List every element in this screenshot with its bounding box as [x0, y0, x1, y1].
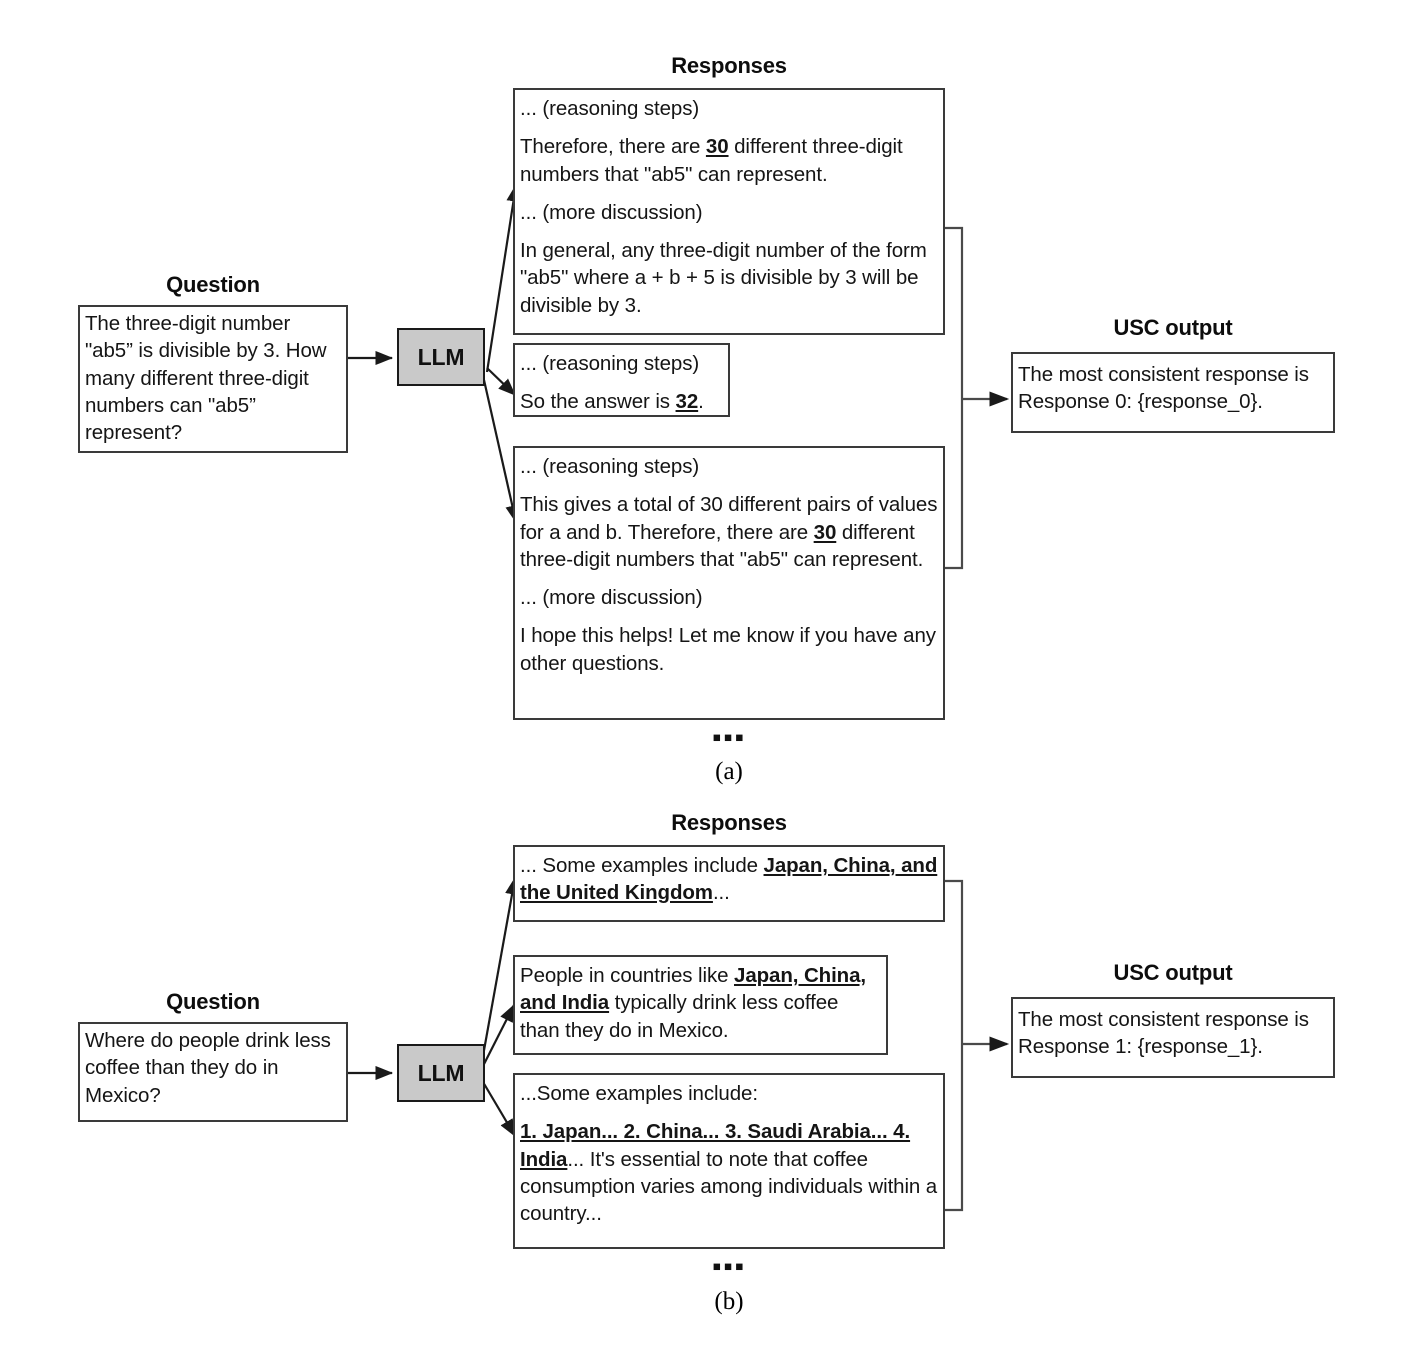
panel-a-question-label: Question — [166, 272, 260, 297]
panel-b-usc-output-box: The most consistent response is Response… — [1011, 997, 1335, 1078]
response-text-line: 1. Japan... 2. China... 3. Saudi Arabia.… — [520, 1120, 938, 1225]
usc-output-text: The most consistent response is Response… — [1018, 1008, 1309, 1059]
panel-a-response-2: ... (reasoning steps) This gives a total… — [513, 446, 945, 720]
panel-a-usc-label: USC output — [1113, 315, 1233, 340]
response-text-line: People in countries like Japan, China, a… — [520, 964, 866, 1042]
response-text-line: ...Some examples include: — [520, 1082, 758, 1105]
panel-b-response-0: ... Some examples include Japan, China, … — [513, 845, 945, 922]
panel-b-usc-label: USC output — [1113, 960, 1233, 985]
panel-b-question-label: Question — [166, 989, 260, 1014]
response-text-line: I hope this helps! Let me know if you ha… — [520, 624, 936, 675]
panel-b-question-box: Where do people drink less coffee than t… — [78, 1022, 348, 1122]
panel-a-caption: (a) — [715, 758, 743, 785]
response-text-line: In general, any three-digit number of th… — [520, 239, 927, 317]
response-text-line: ... (more discussion) — [520, 200, 703, 224]
panel-a-response-0: ... (reasoning steps) Therefore, there a… — [513, 88, 945, 335]
panel-a-response-1: ... (reasoning steps) So the answer is 3… — [513, 343, 730, 417]
response-text-line: ... (reasoning steps) — [520, 352, 700, 375]
panel-b-responses-label: Responses — [671, 810, 787, 835]
response-text-line: So the answer is 32. — [520, 390, 704, 414]
panel-a-question-box: The three-digit number "ab5” is divisibl… — [78, 305, 348, 453]
panel-b-more-responses-ellipsis: ▪▪▪ — [712, 1251, 746, 1281]
panel-a-usc-output-box: The most consistent response is Response… — [1011, 352, 1335, 433]
panel-a-more-responses-ellipsis: ▪▪▪ — [712, 722, 746, 752]
panel-b-llm-block: LLM — [397, 1044, 485, 1102]
question-text: The three-digit number "ab5” is divisibl… — [85, 312, 327, 444]
question-text: Where do people drink less coffee than t… — [85, 1029, 331, 1107]
response-text-line: ... (reasoning steps) — [520, 455, 700, 478]
panel-a-llm-block: LLM — [397, 328, 485, 386]
response-text-line: ... (more discussion) — [520, 586, 703, 609]
panel-b-response-2: ...Some examples include: 1. Japan... 2.… — [513, 1073, 945, 1249]
response-text-line: ... Some examples include Japan, China, … — [520, 854, 938, 905]
panel-b-response-1: People in countries like Japan, China, a… — [513, 955, 888, 1055]
panel-b-caption: (b) — [714, 1288, 744, 1315]
response-text-line: Therefore, there are 30 different three-… — [520, 135, 903, 186]
panel-a-responses-label: Responses — [671, 53, 787, 78]
response-text-line: This gives a total of 30 different pairs… — [520, 493, 938, 571]
usc-output-text: The most consistent response is Response… — [1018, 363, 1309, 414]
response-text-line: ... (reasoning steps) — [520, 97, 700, 120]
